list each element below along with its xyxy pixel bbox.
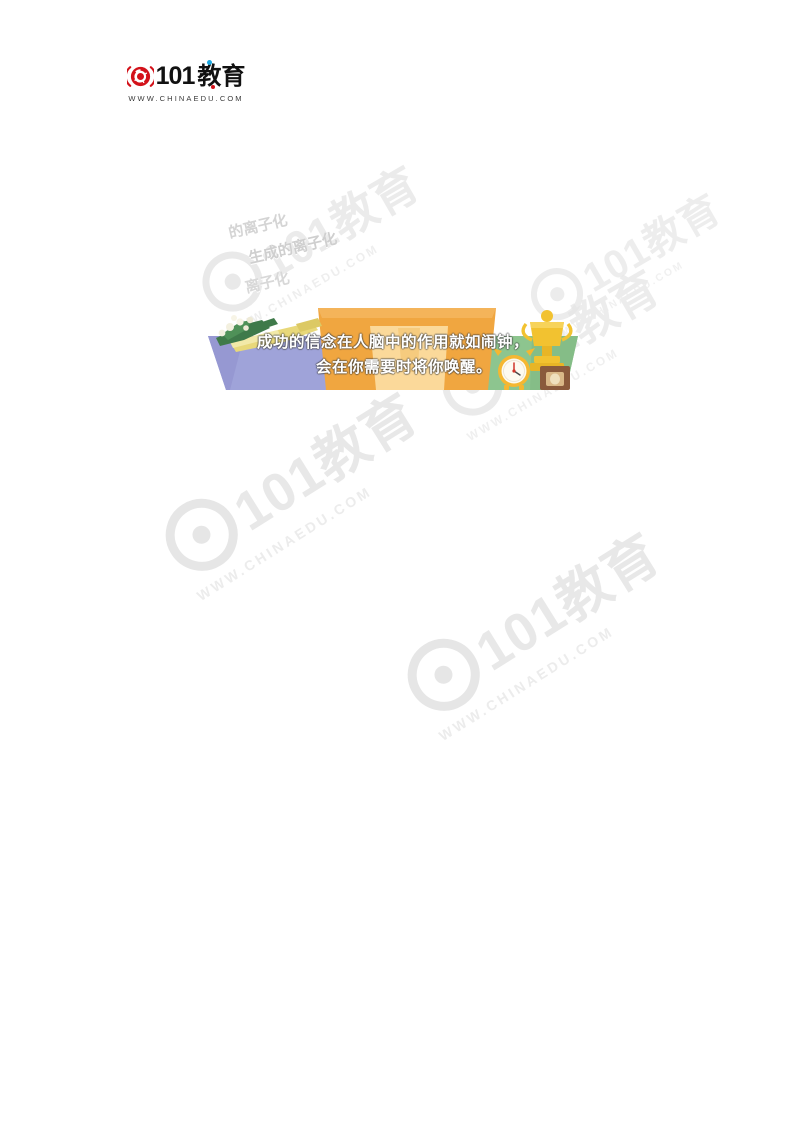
watermark-text: 101教育: [224, 383, 429, 543]
brand-number: 101: [155, 61, 196, 90]
brand-logo: 101 教育 WWW.CHINAEDU.COM: [122, 57, 250, 107]
circular-target-icon: [126, 63, 154, 90]
red-dot-accent: [211, 85, 216, 89]
watermark-text: 101教育: [575, 187, 729, 301]
faded-background-text: 的离子化 生成的离子化 离子化: [226, 175, 439, 298]
faded-text-line-2: 生成的离子化: [246, 228, 339, 267]
brand-logo-row: 101 教育: [126, 60, 246, 91]
success-banner-illustration: [200, 294, 586, 394]
wood-block-icon: [540, 366, 570, 390]
watermark: 101教育 WWW.CHINAEDU.COM: [392, 511, 683, 744]
watermark-text: 101教育: [466, 523, 671, 683]
champagne-bottle-icon: [230, 318, 322, 352]
watermark-url: WWW.CHINAEDU.COM: [435, 622, 617, 744]
watermark-text: 101教育: [252, 156, 429, 289]
faded-text-line-3: 离子化: [243, 268, 292, 297]
watermark-url: WWW.CHINAEDU.COM: [193, 482, 375, 604]
brand-name-cn: 教育: [197, 60, 246, 90]
watermark-logo-icon: [151, 484, 252, 585]
center-block: [318, 308, 496, 390]
watermark-logo-icon: [393, 624, 494, 725]
brand-url: WWW.CHINAEDU.COM: [128, 94, 244, 103]
flower-bouquet-icon: [216, 315, 278, 346]
faded-text-line-1: 的离子化: [226, 210, 290, 242]
alarm-clock-icon: [493, 348, 535, 390]
watermark: 101教育 WWW.CHINAEDU.COM: [150, 371, 441, 604]
blue-dot-accent: [207, 60, 213, 65]
brand-name-cn-text: 教育: [197, 62, 246, 90]
